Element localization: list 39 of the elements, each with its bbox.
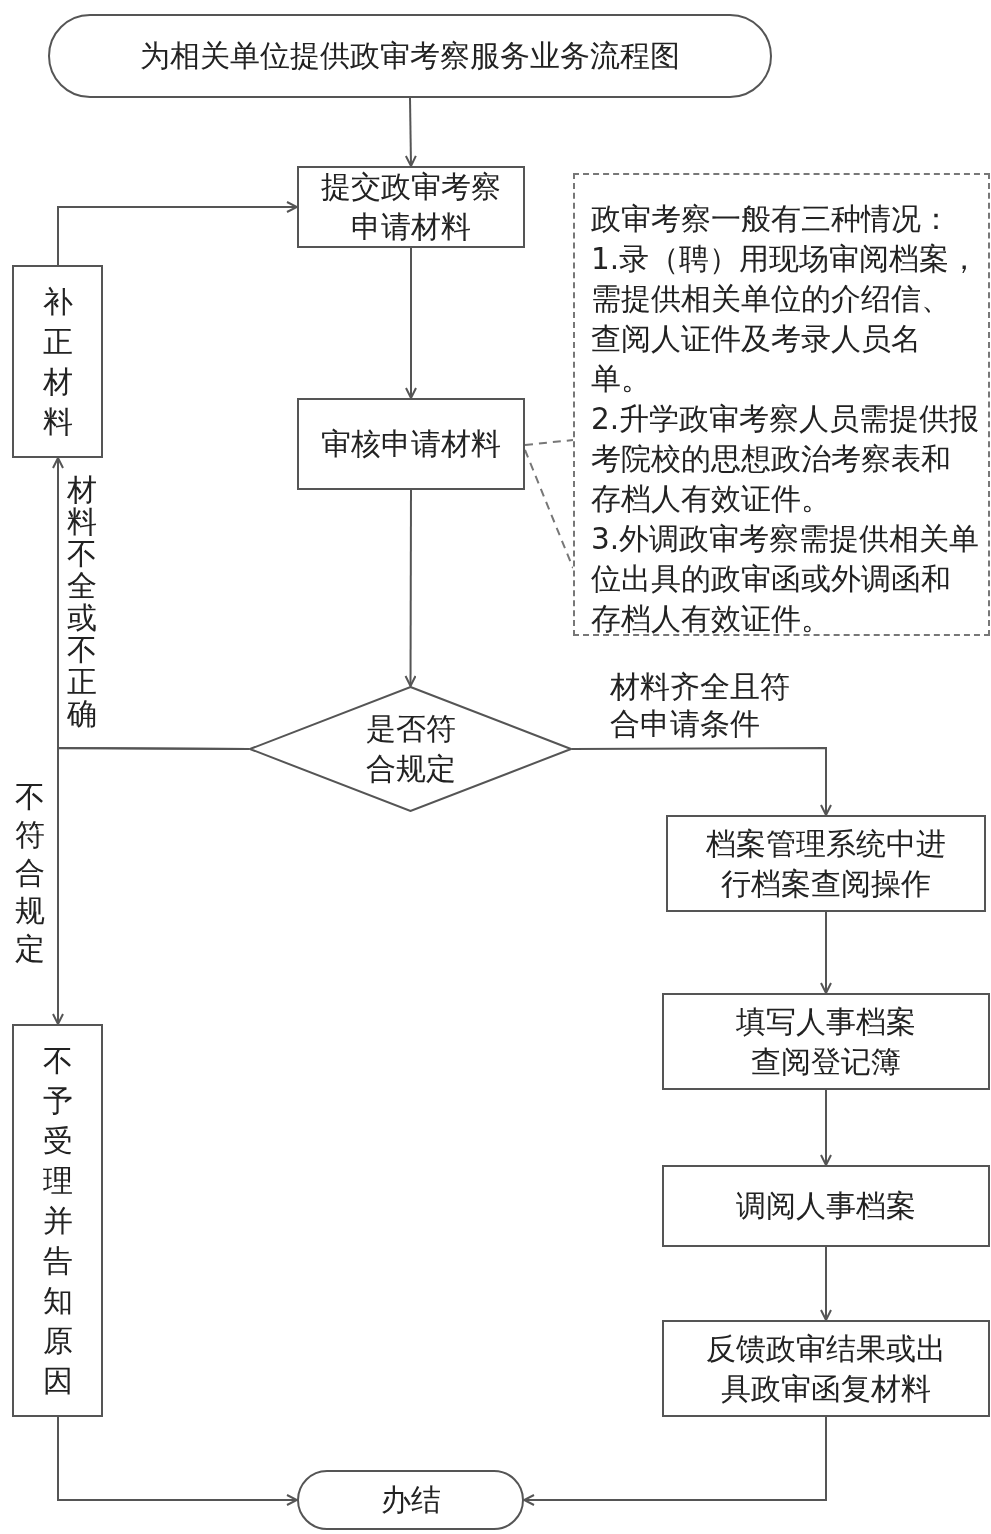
title: 为相关单位提供政审考察服务业务流程图 [139,37,681,75]
note-heading: 政审考察一般有三种情况： [591,201,951,238]
arrow [820,911,832,994]
node-label: 反馈政审结果或出具政审函复材料 [705,1329,947,1408]
node-label: 提交政审考察申请材料 [320,168,502,246]
process-box [666,815,986,912]
node-label: 档案管理系统中进行档案查阅操作 [705,824,947,903]
arrow [57,1416,298,1506]
note-item: 1.录（聘）用现场审阅档案，需提供相关单位的介绍信、查阅人证件及考录人员名单。 [591,241,980,398]
arrow [404,97,417,167]
node-label: 审核申请材料 [320,425,502,463]
note-box [573,173,990,636]
process-box [662,1165,990,1247]
node-label: 是否符合规定 [364,710,457,788]
node-label: 调阅人事档案 [735,1187,917,1225]
process-box [662,1320,990,1417]
node-label: 补正材料 [41,282,74,441]
arrow [57,201,298,266]
arrow [523,1416,827,1506]
arrow [820,1089,832,1166]
process-box [662,993,990,1090]
note-item: 3.外调政审考察需提供相关单位出具的政审函或外调函和存档人有效证件。 [591,521,980,638]
leader-line [524,449,574,569]
node-label: 不予受理并告知原因 [41,1041,74,1400]
note-item: 2.升学政审考察人员需提供报考院校的思想政治考察表和存档人有效证件。 [591,401,980,518]
process-box [297,166,525,248]
process-box [12,1024,103,1417]
process-box [12,265,103,458]
node-label: 填写人事档案查阅登记簿 [735,1002,917,1081]
edge-label: 材料不全或不正确 [66,474,98,730]
leader-line [524,439,574,446]
arrow [405,247,417,399]
terminal-box [297,1470,524,1530]
arrow [404,489,417,687]
arrow [820,1246,832,1321]
arrow [571,747,832,816]
node-label: 办结 [379,1481,442,1519]
decision-diamond [249,686,572,812]
process-box [297,398,525,490]
